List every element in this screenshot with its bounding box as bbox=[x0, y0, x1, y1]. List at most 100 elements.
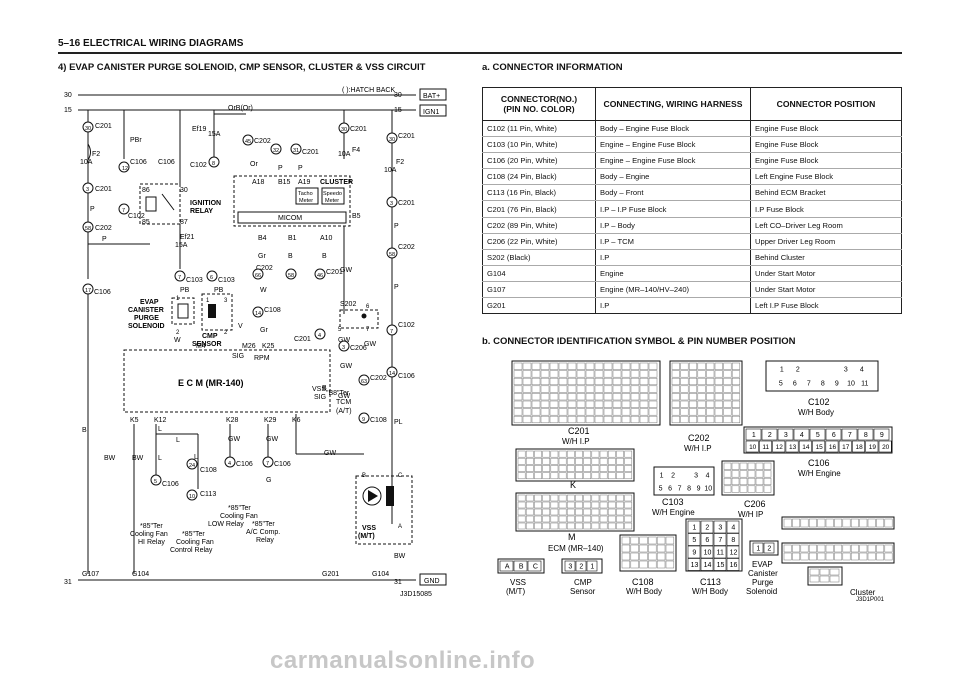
wire-l-b: L bbox=[176, 437, 180, 444]
m-pin-cell bbox=[607, 515, 616, 523]
c201-pin-cell bbox=[630, 370, 640, 378]
m-pin-cell bbox=[599, 508, 608, 516]
c202-pin-cell bbox=[671, 377, 680, 386]
c202-pin-cell bbox=[671, 370, 680, 378]
c201-pin-cell bbox=[594, 385, 604, 393]
evap-3: PURGE bbox=[134, 315, 159, 322]
wire-gw-h: GW bbox=[324, 450, 336, 457]
c201-pin-cell bbox=[540, 408, 550, 416]
c202-pin-cell bbox=[680, 362, 689, 370]
speedo-1: Speedo bbox=[323, 191, 342, 197]
c106-pin-box bbox=[838, 440, 852, 453]
harness-cell: I.P – TCM bbox=[595, 233, 751, 250]
position-cell: Upper Driver Leg Room bbox=[750, 233, 902, 250]
svg-text:1: 1 bbox=[206, 298, 210, 304]
c202-pin-cell bbox=[697, 408, 706, 416]
c201-pin-cell bbox=[648, 377, 658, 386]
c201-pin-cell bbox=[531, 400, 541, 408]
c201-pin-cell bbox=[549, 393, 559, 401]
k-pin-cell bbox=[583, 465, 592, 472]
m-pin-cell bbox=[616, 522, 624, 530]
c202-pin-cell bbox=[706, 385, 715, 393]
tacho-2: Meter bbox=[299, 198, 313, 204]
m-pin-cell bbox=[566, 501, 575, 509]
c202-pin-cell bbox=[680, 385, 689, 393]
k-pin-cell bbox=[525, 472, 534, 480]
cmp-pin-label: 3 bbox=[568, 563, 572, 570]
c201-pin-cell bbox=[648, 385, 658, 393]
c202-pin-cell bbox=[697, 415, 706, 424]
c206-pin-cell bbox=[731, 477, 740, 486]
cluster-pin-cell bbox=[834, 544, 843, 553]
rail-30-right: 30 bbox=[394, 92, 402, 99]
k-pin-cell bbox=[575, 457, 583, 465]
svg-text:B: B bbox=[362, 473, 366, 479]
c102-id: C102 bbox=[808, 397, 830, 407]
c106-pin-label: 6 bbox=[832, 432, 836, 439]
c201-pin-cell bbox=[540, 362, 550, 370]
m-pin-cell bbox=[525, 522, 534, 530]
connector-cell: G107 bbox=[482, 281, 596, 299]
c106-pin-label: 9 bbox=[880, 432, 884, 439]
k-pin-cell bbox=[607, 472, 616, 480]
ecm-vss-1: VSS bbox=[312, 386, 326, 393]
c202-pin-cell bbox=[714, 393, 723, 401]
c108-pin-cell bbox=[630, 552, 639, 561]
c201-pin-cell bbox=[567, 370, 577, 378]
c201-pin-cell bbox=[612, 393, 622, 401]
c201-pin-cell bbox=[630, 415, 640, 424]
c108-pin-cell bbox=[630, 560, 639, 569]
k-pin-cell bbox=[566, 450, 575, 458]
c201-label-f: C201 bbox=[398, 133, 415, 140]
ecm-id: ECM (MR–140) bbox=[548, 544, 604, 553]
c201-pin-cell bbox=[603, 377, 613, 386]
m-pin-cell bbox=[550, 501, 559, 509]
c108-id-sub: W/H Body bbox=[626, 587, 662, 596]
m-pin-cell bbox=[517, 494, 526, 502]
cmp-1: CMP bbox=[202, 333, 218, 340]
c201-pin-cell bbox=[513, 415, 523, 424]
c201-label-d: C201 bbox=[326, 269, 343, 276]
ecm-m4: M4 bbox=[196, 343, 206, 350]
k-pin-cell bbox=[517, 457, 526, 465]
c106-label-b: C106 bbox=[158, 159, 175, 166]
c201-pin-cell bbox=[522, 385, 532, 393]
cluster-pin-cell bbox=[792, 544, 801, 553]
m-pin-cell bbox=[566, 494, 575, 502]
c201-pin-cell bbox=[549, 377, 559, 386]
c201-pin-cell bbox=[549, 362, 559, 370]
svg-text:7: 7 bbox=[390, 329, 393, 335]
c202-pin-cell bbox=[706, 377, 715, 386]
c106-pin-box bbox=[793, 428, 810, 441]
c201-pin-cell bbox=[567, 377, 577, 386]
k-pin-cell bbox=[558, 450, 567, 458]
c108-label-b: C108 bbox=[370, 417, 387, 424]
m-pin-cell bbox=[517, 515, 526, 523]
k-pin-cell bbox=[583, 472, 592, 480]
c103-label-a: C103 bbox=[186, 277, 203, 284]
cluster-pin-cell bbox=[800, 518, 809, 528]
cluster-pin-cell bbox=[819, 568, 830, 576]
relay-p87: 87 bbox=[180, 219, 188, 226]
pin-b15: B15 bbox=[278, 179, 291, 186]
c201-pin-cell bbox=[576, 385, 586, 393]
cluster-pin-cell bbox=[809, 568, 820, 576]
c102-label-a: C102 bbox=[128, 213, 145, 220]
connector-cell: C113 (16 Pin, Black) bbox=[482, 184, 596, 202]
c202-pin-cell bbox=[697, 377, 706, 386]
c201-pin-cell bbox=[648, 370, 658, 378]
c201-pin-cell bbox=[567, 415, 577, 424]
m-pin-cell bbox=[616, 508, 624, 516]
vss-sensor-2: (M/T) bbox=[358, 533, 375, 540]
c201-pin-cell bbox=[549, 415, 559, 424]
position-cell: Under Start Motor bbox=[750, 281, 902, 299]
m-pin-cell bbox=[534, 501, 542, 509]
m-pin-cell bbox=[542, 501, 551, 509]
c201-pin-cell bbox=[639, 400, 649, 408]
m-pin-cell bbox=[558, 508, 567, 516]
svg-text:58: 58 bbox=[288, 273, 294, 279]
c106-pin-label: 20 bbox=[882, 444, 890, 451]
c206-pin-cell bbox=[763, 485, 772, 493]
c201-label-c: C201 bbox=[302, 149, 319, 156]
c108-pin-cell bbox=[665, 544, 675, 553]
